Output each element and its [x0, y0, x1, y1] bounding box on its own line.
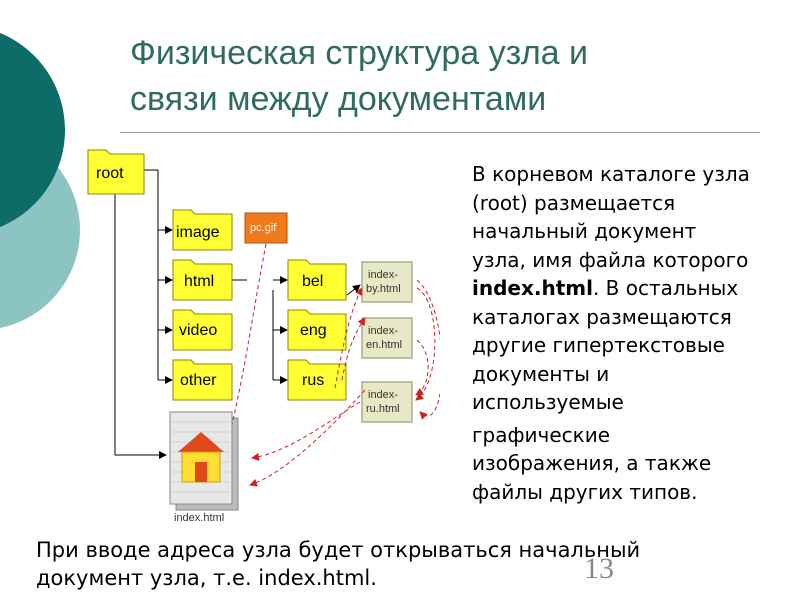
title-line-1: Физическая структура узла и: [130, 34, 589, 72]
footer-line-1: При вводе адреса узла будет открываться …: [36, 538, 641, 562]
text-line: используемые: [472, 390, 624, 414]
file-label: en.html: [366, 339, 402, 351]
file-label: index-: [368, 325, 398, 337]
text-line: файлы других типов.: [472, 479, 698, 504]
file-label: index-: [368, 389, 398, 401]
title-line-2: связи между документами: [130, 80, 547, 118]
title-divider: [120, 132, 760, 133]
folder-rus: rus: [287, 359, 347, 401]
folder-label: html: [184, 273, 214, 290]
file-label: by.html: [366, 283, 401, 295]
text-line: каталогах размещаются: [472, 304, 732, 329]
text-line: другие гипертекстовые: [472, 333, 725, 357]
folder-label: video: [179, 322, 217, 339]
folder-bel: bel: [287, 259, 347, 301]
text-line: изображения, а также: [472, 451, 712, 475]
folder-root: root: [87, 149, 145, 195]
text-line: узла, имя файла которого: [472, 247, 749, 272]
page-title: Физическая структура узла и связи между …: [130, 30, 730, 122]
folder-label: rus: [302, 372, 324, 389]
text-fragment: . В остальных: [592, 276, 739, 300]
text-line: начальный документ: [472, 219, 697, 243]
folder-html: html: [172, 259, 233, 301]
folder-other: other: [172, 359, 233, 401]
folder-eng: eng: [287, 309, 347, 351]
folder-label: bel: [302, 273, 323, 290]
file-label: ru.html: [366, 403, 400, 415]
folder-label: eng: [300, 322, 327, 339]
site-structure-diagram: root image html video other bel eng rus …: [87, 149, 440, 524]
decorative-circles: [0, 32, 80, 328]
file-label: index-: [368, 269, 398, 281]
folder-image: image: [172, 209, 233, 251]
page-number: 13: [584, 552, 614, 585]
file-pc-gif: pc.gif: [244, 212, 288, 244]
text-line: документы и: [472, 361, 610, 386]
index-html-emphasis: index.html: [472, 276, 593, 300]
footer-line-2: документ узла, т.е. index.html.: [36, 566, 377, 590]
text-line: index.html. В остальных: [472, 274, 792, 303]
text-line: графические: [472, 422, 611, 447]
file-index-by: index- by.html: [361, 261, 413, 303]
file-label: pc.gif: [250, 222, 277, 234]
file-label: index.html: [174, 512, 224, 524]
index-html-document-icon: index.html: [169, 411, 239, 524]
footer-text: При вводе адреса узла будет открываться …: [36, 536, 736, 592]
hyperlink-arrows: [231, 243, 440, 487]
text-line: (root) размещается: [472, 190, 676, 215]
file-index-en: index- en.html: [361, 317, 413, 359]
folder-label: root: [96, 165, 124, 182]
folder-label: other: [180, 372, 217, 389]
description-text: В корневом каталоге узла (root) размещае…: [472, 160, 792, 506]
folder-video: video: [172, 309, 233, 351]
folder-label: image: [176, 224, 220, 241]
text-line: В корневом каталоге узла: [472, 162, 750, 186]
file-index-ru: index- ru.html: [361, 381, 413, 423]
